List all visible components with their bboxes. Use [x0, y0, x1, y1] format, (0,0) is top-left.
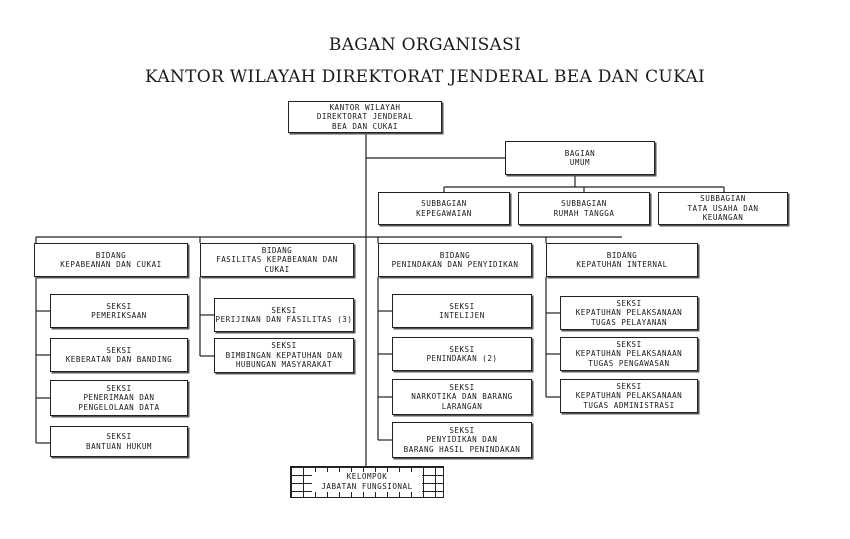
seksi-penerimaan-box: SEKSI PENERIMAAN DAN PENGELOLAAN DATA	[50, 380, 188, 416]
box-label: KEPATUHAN PELAKSANAAN	[575, 391, 683, 401]
box-label: BIMBINGAN KEPATUHAN DAN	[225, 350, 343, 360]
seksi-bantuan-hukum-box: SEKSI BANTUAN HUKUM	[50, 426, 188, 457]
box-label: PENGELOLAAN DATA	[78, 402, 160, 412]
box-label: SEKSI	[616, 381, 642, 391]
box-label: SEKSI	[449, 344, 475, 354]
box-label: PERIJINAN DAN FASILITAS (3)	[215, 315, 353, 324]
chart-subtitle: KANTOR WILAYAH DIREKTORAT JENDERAL BEA D…	[145, 67, 705, 87]
box-label: JABATAN FUNGSIONAL	[321, 481, 413, 491]
seksi-perijinan-box: SEKSI PERIJINAN DAN FASILITAS (3)	[214, 298, 354, 332]
box-label: PENERIMAAN DAN	[83, 393, 155, 403]
box-label: BANTUAN HUKUM	[86, 441, 152, 451]
box-label: BEA DAN CUKAI	[332, 121, 398, 131]
seksi-intelijen-box: SEKSI INTELIJEN	[392, 294, 532, 328]
box-label: KEPATUHAN INTERNAL	[576, 260, 668, 269]
box-label: CUKAI	[264, 264, 290, 274]
box-label: TATA USAHA DAN	[687, 203, 759, 213]
seksi-pemeriksaan-box: SEKSI PEMERIKSAAN	[50, 294, 188, 328]
box-label: SUBBAGIAN	[421, 199, 467, 208]
box-label: TUGAS PELAYANAN	[590, 317, 668, 327]
box-label: KEBERATAN DAN BANDING	[65, 355, 173, 364]
box-label: KANTOR WILAYAH	[329, 102, 401, 112]
seksi-kepatuhan-administrasi-box: SEKSI KEPATUHAN PELAKSANAAN TUGAS ADMINI…	[560, 379, 698, 413]
bidang-penindakan-box: BIDANG PENINDAKAN DAN PENYIDIKAN	[378, 243, 532, 277]
subbagian-tata-usaha-box: SUBBAGIAN TATA USAHA DAN KEUANGAN	[658, 192, 788, 225]
box-label: KEPABEANAN DAN CUKAI	[60, 260, 162, 269]
bagian-umum-box: BAGIAN UMUM	[505, 141, 655, 175]
box-label: DIREKTORAT JENDERAL	[316, 112, 414, 122]
seksi-penyidikan-box: SEKSI PENYIDIKAN DAN BARANG HASIL PENIND…	[392, 422, 532, 458]
box-label: SEKSI	[616, 339, 642, 349]
box-label: INTELIJEN	[439, 311, 485, 320]
seksi-kepatuhan-pelayanan-box: SEKSI KEPATUHAN PELAKSANAAN TUGAS PELAYA…	[560, 296, 698, 330]
box-label: KEPATUHAN PELAKSANAAN	[575, 308, 683, 318]
box-label: BIDANG	[261, 245, 293, 255]
bidang-kepabeanan-box: BIDANG KEPABEANAN DAN CUKAI	[34, 243, 188, 277]
box-label: FASILITAS KEPABEANAN DAN	[216, 255, 338, 265]
box-label: SEKSI	[106, 383, 132, 393]
box-label: BIDANG	[95, 250, 127, 260]
box-label: TUGAS PENGAWASAN	[588, 358, 670, 368]
box-label: KELOMPOK	[346, 472, 388, 481]
seksi-keberatan-box: SEKSI KEBERATAN DAN BANDING	[50, 338, 188, 372]
box-label: BARANG HASIL PENINDAKAN	[403, 444, 521, 454]
box-label: SEKSI	[106, 345, 132, 355]
box-label: TUGAS ADMINISTRASI	[583, 400, 675, 410]
box-label: PENINDAKAN (2)	[426, 354, 498, 363]
box-label: KEPATUHAN PELAKSANAAN	[575, 349, 683, 359]
box-label: SUBBAGIAN	[700, 194, 746, 204]
box-label: SEKSI	[106, 432, 132, 441]
box-label: LARANGAN	[441, 401, 483, 411]
box-label: BIDANG	[439, 250, 471, 260]
bidang-kepatuhan-box: BIDANG KEPATUHAN INTERNAL	[546, 243, 698, 277]
subbagian-kepegawaian-box: SUBBAGIAN KEPEGAWAIAN	[378, 192, 510, 225]
box-label: SEKSI	[616, 298, 642, 308]
box-label: KEUANGAN	[702, 213, 744, 223]
box-label: SUBBAGIAN	[561, 199, 607, 208]
box-label: BIDANG	[606, 250, 638, 260]
box-label: SEKSI	[449, 425, 475, 435]
seksi-penindakan-box: SEKSI PENINDAKAN (2)	[392, 337, 532, 371]
box-label: RUMAH TANGGA	[553, 208, 615, 218]
box-label: NARKOTIKA DAN BARANG	[411, 392, 513, 402]
subbagian-rumah-tangga-box: SUBBAGIAN RUMAH TANGGA	[518, 192, 650, 225]
seksi-narkotika-box: SEKSI NARKOTIKA DAN BARANG LARANGAN	[392, 379, 532, 415]
box-label: SEKSI	[449, 382, 475, 392]
box-label: KEPEGAWAIAN	[416, 208, 472, 218]
box-label: HUBUNGAN MASYARAKAT	[235, 360, 333, 370]
box-label: SEKSI	[271, 341, 297, 351]
box-label: SEKSI	[271, 305, 297, 315]
seksi-kepatuhan-pengawasan-box: SEKSI KEPATUHAN PELAKSANAAN TUGAS PENGAW…	[560, 337, 698, 371]
box-label: SEKSI	[449, 301, 475, 311]
box-label: BAGIAN	[564, 148, 596, 158]
kelompok-label: KELOMPOK JABATAN FUNGSIONAL	[312, 472, 422, 492]
box-label: SEKSI	[106, 301, 132, 311]
kantor-wilayah-box: KANTOR WILAYAH DIREKTORAT JENDERAL BEA D…	[288, 101, 442, 133]
bidang-fasilitas-box: BIDANG FASILITAS KEPABEANAN DAN CUKAI	[200, 243, 354, 277]
seksi-bimbingan-box: SEKSI BIMBINGAN KEPATUHAN DAN HUBUNGAN M…	[214, 338, 354, 373]
box-label: UMUM	[569, 158, 591, 167]
chart-title: BAGAN ORGANISASI	[328, 35, 522, 55]
box-label: PENYIDIKAN DAN	[426, 435, 498, 445]
box-label: PENINDAKAN DAN PENYIDIKAN	[391, 260, 519, 269]
box-label: PEMERIKSAAN	[91, 311, 147, 320]
